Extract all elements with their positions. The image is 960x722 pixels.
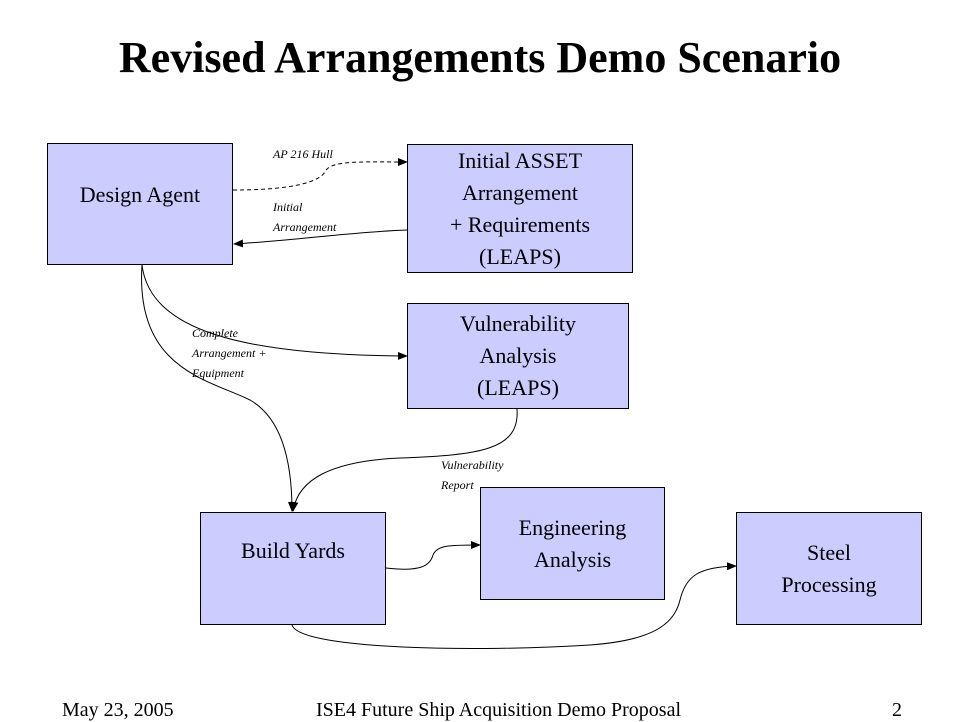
engineering-analysis-box: Engineering Analysis <box>480 487 665 600</box>
initial-arrangement-label: Initial Arrangement <box>273 200 337 234</box>
steel-processing-label: Steel Processing <box>781 539 877 597</box>
footer-date: May 23, 2005 <box>62 699 174 721</box>
vulnerability-analysis-box: Vulnerability Analysis (LEAPS) <box>407 303 629 409</box>
complete-arrangement-label: Complete Arrangement + Equipment <box>192 326 267 380</box>
design-agent-label: Design Agent <box>79 182 201 207</box>
arrow-design-to-build <box>141 264 296 512</box>
initial-asset-label: Initial ASSET Arrangement + Requirements… <box>449 147 591 269</box>
arrow-complete-arrangement <box>141 264 408 360</box>
ap216-hull-label: AP 216 Hull <box>273 147 333 161</box>
build-yards-box: Build Yards <box>200 512 386 625</box>
arrow-build-to-engineering <box>385 541 481 570</box>
design-agent-box: Design Agent <box>47 143 233 265</box>
steel-processing-box: Steel Processing <box>736 512 922 625</box>
arrow-ap216-hull <box>232 157 408 191</box>
engineering-analysis-label: Engineering Analysis <box>518 514 627 572</box>
vulnerability-analysis-label: Vulnerability Analysis (LEAPS) <box>460 311 576 400</box>
build-yards-label: Build Yards <box>241 538 345 563</box>
footer-presentation-title: ISE4 Future Ship Acquisition Demo Propos… <box>316 699 681 721</box>
initial-asset-box: Initial ASSET Arrangement + Requirements… <box>407 144 633 273</box>
footer-page-number: 2 <box>892 699 902 721</box>
vulnerability-report-label: Vulnerability Report <box>441 458 504 492</box>
slide-title: Revised Arrangements Demo Scenario <box>118 33 842 82</box>
